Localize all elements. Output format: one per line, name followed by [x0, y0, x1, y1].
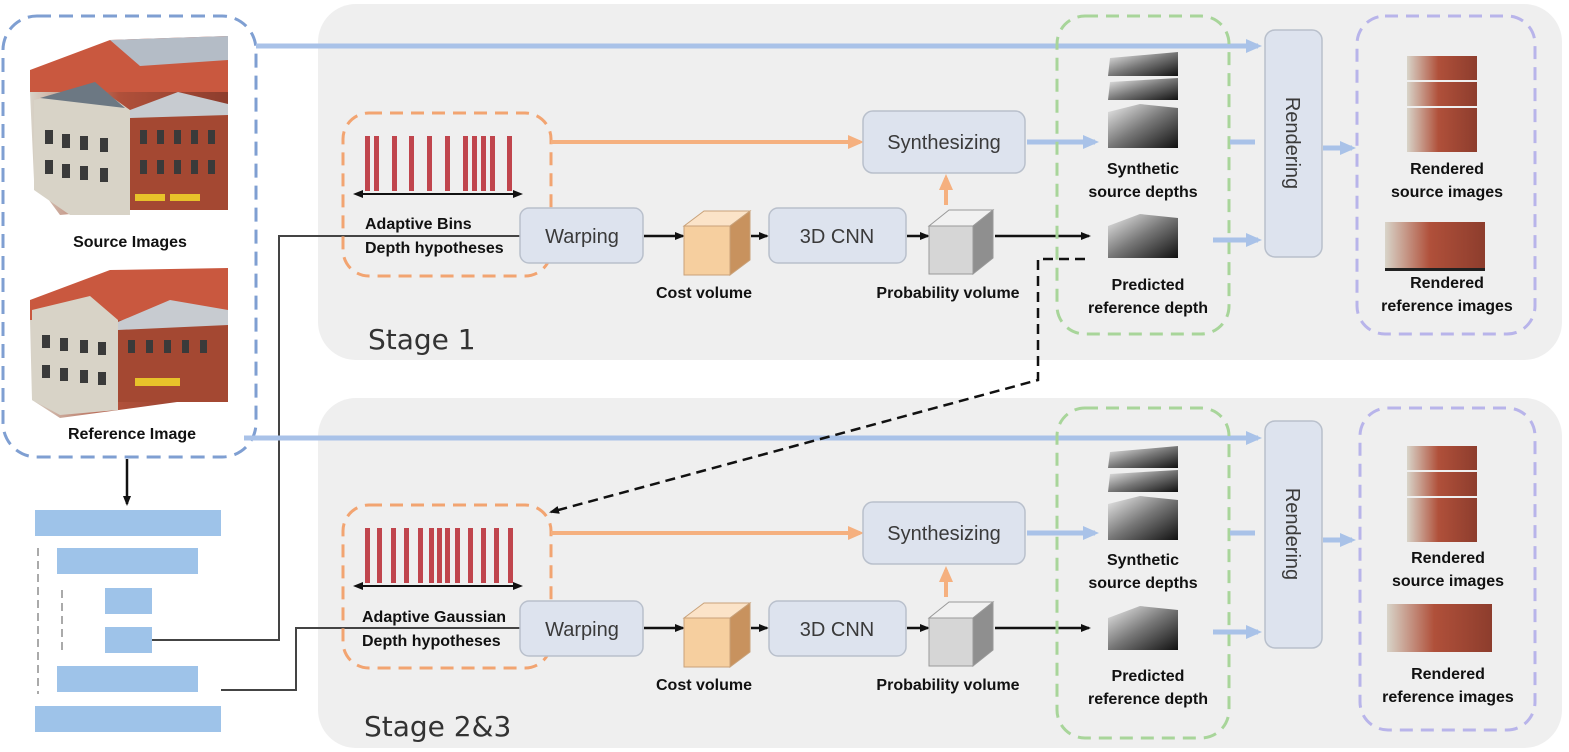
stage2-rendered-source-thumbnail: [1407, 446, 1477, 542]
stage2-probability-volume-cube: [927, 600, 995, 668]
stage1-synth-box: [862, 110, 1026, 174]
stage1-rendering-box: [1264, 29, 1323, 258]
stage1-synthetic-l2: source depths: [1088, 184, 1197, 201]
stage2-depth-frame: [1055, 406, 1231, 740]
stage2-cost-label: Cost volume: [656, 677, 752, 694]
stage2-3dcnn-box: [768, 600, 907, 657]
stage1-hyp-subtitle: Depth hypotheses: [365, 240, 504, 257]
stage1-rendered-source-thumbnail: [1407, 56, 1477, 152]
feature-pyramid: [35, 510, 221, 732]
stage1-rendered-ref-l1: Rendered: [1410, 275, 1484, 292]
stage2-hyp-subtitle: Depth hypotheses: [362, 633, 501, 650]
stage1-synth-label: Synthesizing: [887, 132, 1000, 154]
stage1-depth-bins: [365, 136, 512, 191]
stage1-warping-label: Warping: [545, 226, 619, 248]
stage2-synthetic-depths-thumbnail: [1108, 446, 1178, 540]
stage2-synth-box: [862, 501, 1026, 565]
stage2-synthetic-l1: Synthetic: [1107, 552, 1179, 569]
stage2-rendered-src-l1: Rendered: [1411, 550, 1485, 567]
stage2-rendered-ref-l1: Rendered: [1411, 666, 1485, 683]
stage1-synthetic-l1: Synthetic: [1107, 161, 1179, 178]
stage1-title: Stage 1: [368, 323, 476, 356]
stage1-to-stage2-feedback-arrow: [549, 257, 1085, 514]
stage1-hyp-title: Adaptive Bins: [365, 216, 472, 233]
stage1-panel: [318, 4, 1562, 360]
stage2-hypotheses-frame: [341, 503, 553, 670]
stage2-depth-bins: [365, 528, 513, 583]
stage1-probability-volume-cube: [927, 208, 995, 276]
stage2-predicted-l2: reference depth: [1088, 691, 1208, 708]
stage1-rendered-ref-l2: reference images: [1381, 298, 1513, 315]
stage1-rendered-reference-thumbnail: [1385, 222, 1485, 271]
stage1-prob-label: Probability volume: [876, 285, 1019, 302]
stage2-rendered-reference-thumbnail: [1387, 604, 1492, 652]
source-images-label: Source Images: [73, 234, 187, 251]
stage1-predicted-depth-thumbnail: [1108, 214, 1178, 258]
stage2-warping-box: [519, 600, 644, 657]
stage2-rendered-ref-l2: reference images: [1382, 689, 1514, 706]
stage2-warping-label: Warping: [545, 619, 619, 641]
stage1-predicted-l2: reference depth: [1088, 300, 1208, 317]
stage2-hyp-title: Adaptive Gaussian: [362, 609, 506, 626]
stage1-rendering-label: Rendering: [1281, 97, 1303, 189]
stage2-rendered-src-l2: source images: [1392, 573, 1504, 590]
stage2-panel: [318, 398, 1562, 748]
stage1-synthetic-depths-thumbnail: [1108, 52, 1178, 148]
stage1-rendered-src-l1: Rendered: [1410, 161, 1484, 178]
feature-to-stage2-connector: [221, 627, 520, 691]
reference-image-label: Reference Image: [68, 426, 196, 443]
stage1-hypotheses-frame: [341, 111, 553, 278]
stage1-cost-label: Cost volume: [656, 285, 752, 302]
stage2-3dcnn-label: 3D CNN: [800, 619, 874, 641]
stage1-warping-box: [519, 207, 644, 264]
stage1-3dcnn-label: 3D CNN: [800, 226, 874, 248]
stage1-rendered-src-l2: source images: [1391, 184, 1503, 201]
stage2-rendered-frame: [1358, 406, 1537, 732]
stage2-synthetic-l2: source depths: [1088, 575, 1197, 592]
stage1-cost-volume-cube: [682, 210, 752, 276]
stage2-cost-volume-cube: [682, 602, 752, 668]
stage1-3dcnn-box: [768, 207, 907, 264]
reference-image-thumbnail: [30, 268, 228, 418]
stage2-predicted-depth-thumbnail: [1108, 606, 1178, 650]
stage2-predicted-l1: Predicted: [1112, 668, 1185, 685]
stage1-depth-frame: [1055, 14, 1231, 336]
stage2-prob-label: Probability volume: [876, 677, 1019, 694]
input-images-frame: [1, 14, 258, 459]
stage2-title: Stage 2&3: [364, 710, 511, 743]
stage1-predicted-l1: Predicted: [1112, 277, 1185, 294]
stage2-synth-label: Synthesizing: [887, 523, 1000, 545]
source-images-thumbnail: [30, 36, 228, 215]
stage2-rendering-box: [1264, 420, 1323, 649]
stage1-rendered-frame: [1355, 14, 1537, 336]
stage2-rendering-label: Rendering: [1281, 488, 1303, 580]
